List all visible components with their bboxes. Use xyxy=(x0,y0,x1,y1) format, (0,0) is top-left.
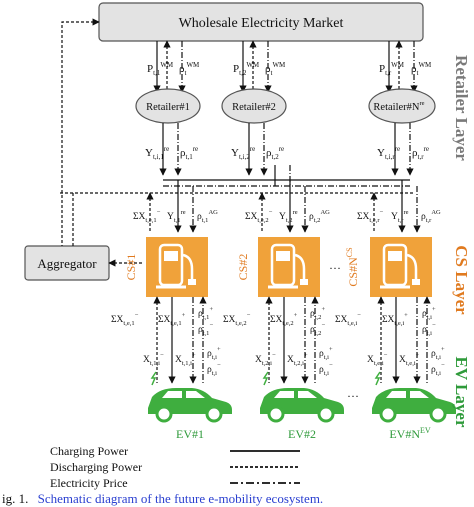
cs-n-label: CS#NCS xyxy=(345,247,360,286)
svg-text:ΣXt,e,1−: ΣXt,e,1− xyxy=(111,312,139,327)
cs-1 xyxy=(146,237,208,297)
legend-discharging-label: Discharging Power xyxy=(50,460,142,474)
retailer-1 xyxy=(135,88,201,124)
r2-y-label: Yt,i,2re xyxy=(231,145,255,161)
r2-p-label: Pt,2WM xyxy=(233,61,260,77)
retailer-bottom-labels: Yt,i,1re ρt,1re Yt,i,2re ρt,2re Yt,i,rre… xyxy=(145,145,429,161)
retailer-layer-label: Retailer Layer xyxy=(452,55,471,161)
svg-text:ΣXt,e,2−: ΣXt,e,2− xyxy=(223,312,251,327)
r3-rho-label: ρtWM xyxy=(411,61,432,77)
ev-top-labels: Xt,1,i− Xt,1,i+ ρt,i+ ρt,i− Xt,2,i− Xt,2… xyxy=(143,346,445,377)
svg-text:ρt,i−: ρt,i− xyxy=(422,322,436,337)
ev-car-1 xyxy=(148,371,232,423)
svg-text:Xt,e,i−: Xt,e,i− xyxy=(367,352,388,367)
cs-nodes: CS#1 CS#2 CS#NCS xyxy=(124,237,432,297)
r2-rho2-label: ρt,2re xyxy=(266,145,284,161)
svg-text:ρt,i+: ρt,i+ xyxy=(422,306,436,321)
ev-car-2 xyxy=(260,371,344,423)
retailer-2-label: Retailer#2 xyxy=(232,102,276,113)
r1-p-label: Pt,1WM xyxy=(147,61,174,77)
cs-ellipsis: ··· xyxy=(329,261,341,275)
svg-text:ΣXt,e,1−: ΣXt,e,1− xyxy=(133,209,161,224)
ev-2-label: EV#2 xyxy=(288,427,316,441)
retailer-2 xyxy=(221,88,287,124)
r1-rho2-label: ρt,1re xyxy=(180,145,198,161)
cs-ev-links xyxy=(153,296,431,384)
svg-text:Xt,1,i−: Xt,1,i− xyxy=(143,352,164,367)
svg-text:ρt,i−: ρt,i− xyxy=(319,362,333,377)
svg-text:Xt,e,i+: Xt,e,i+ xyxy=(399,352,420,367)
ev-1-label: EV#1 xyxy=(176,427,204,441)
cs-top-labels: ΣXt,e,1− Yt,1re ρt,1AG ΣXt,e,2− Yt,2re ρ… xyxy=(133,209,441,224)
svg-text:ρt,2+: ρt,2+ xyxy=(310,306,325,321)
svg-text:ρt,i+: ρt,i+ xyxy=(207,346,221,361)
svg-text:ρt,1+: ρt,1+ xyxy=(198,306,213,321)
svg-text:ρt,i+: ρt,i+ xyxy=(431,346,445,361)
svg-text:ΣXt,e,2+: ΣXt,e,2+ xyxy=(270,312,298,327)
svg-text:Yt,1re: Yt,1re xyxy=(167,209,186,224)
legend: Charging Power Discharging Power Electri… xyxy=(50,444,300,490)
retailer-n xyxy=(368,88,436,124)
svg-text:ρt,i+: ρt,i+ xyxy=(319,346,333,361)
svg-text:Yt,rre: Yt,rre xyxy=(391,209,409,224)
caption-text: Schematic diagram of the future e-mobili… xyxy=(38,491,324,506)
ev-layer-label: EV Layer xyxy=(452,357,471,428)
cs-n xyxy=(370,237,432,297)
svg-text:Yt,2re: Yt,2re xyxy=(279,209,298,224)
svg-text:ρt,i−: ρt,i− xyxy=(207,362,221,377)
svg-text:Xt,2,i+: Xt,2,i+ xyxy=(287,352,308,367)
svg-text:Xt,2,i−: Xt,2,i− xyxy=(255,352,276,367)
svg-text:ρt,i−: ρt,i− xyxy=(431,362,445,377)
retailer-nodes: Retailer#1 Retailer#2 Retailer#Nre xyxy=(135,88,436,124)
svg-text:ρt,1AG: ρt,1AG xyxy=(197,209,218,224)
cs-layer-label: CS Layer xyxy=(452,245,471,315)
market-label: Wholesale Electricity Market xyxy=(179,16,344,31)
svg-text:ρt,2AG: ρt,2AG xyxy=(309,209,330,224)
ev-labels: EV#1 EV#2 EV#NEV xyxy=(176,426,431,441)
svg-text:ΣXt,e,1+: ΣXt,e,1+ xyxy=(158,312,186,327)
bus-cs-links xyxy=(60,180,421,233)
caption: ig. 1. Schematic diagram of the future e… xyxy=(2,491,323,506)
svg-text:ρt,1−: ρt,1− xyxy=(198,322,213,337)
ev-nodes xyxy=(148,371,456,423)
cs-2-label: CS#2 xyxy=(236,254,250,281)
aggregator-label: Aggregator xyxy=(37,256,97,271)
svg-text:ΣXt,e,r−: ΣXt,e,r− xyxy=(357,209,384,224)
svg-text:Xt,1,i+: Xt,1,i+ xyxy=(175,352,196,367)
svg-text:ρt,2−: ρt,2− xyxy=(310,322,325,337)
svg-text:ρt,rAG: ρt,rAG xyxy=(421,209,441,224)
retailer-1-label: Retailer#1 xyxy=(146,102,190,113)
ev-ellipsis: ··· xyxy=(347,389,359,403)
ev-n-label: EV#NEV xyxy=(389,426,431,441)
cs-bottom-labels: ΣXt,e,1− ΣXt,e,1+ ρt,1+ ρt,1− ΣXt,e,2− Σ… xyxy=(111,306,436,337)
aggregator-links xyxy=(61,18,144,267)
ev-car-n xyxy=(372,371,456,423)
caption-prefix: ig. 1. xyxy=(2,491,28,506)
cs-2 xyxy=(258,237,320,297)
retailer-cs-links xyxy=(159,123,414,187)
r1-rho-label: ρtWM xyxy=(179,61,200,77)
retailer-top-labels: Pt,1WM ρtWM Pt,2WM ρtWM Pt,rWM ρtWM xyxy=(147,61,432,77)
r3-rho2-label: ρt,rre xyxy=(412,145,429,161)
r3-y-label: Yt,i,rre xyxy=(377,145,400,161)
retailer-n-label: Retailer#Nre xyxy=(373,100,424,113)
market-retailer-links xyxy=(153,40,418,93)
legend-price-label: Electricity Price xyxy=(50,476,128,490)
legend-charging-label: Charging Power xyxy=(50,444,128,458)
svg-text:ΣXt,e,2−: ΣXt,e,2− xyxy=(245,209,273,224)
svg-text:ΣXt,e,i+: ΣXt,e,i+ xyxy=(382,312,408,327)
r1-y-label: Yt,i,1re xyxy=(145,145,169,161)
cs-1-label: CS#1 xyxy=(124,254,138,281)
r3-p-label: Pt,rWM xyxy=(379,61,405,77)
svg-text:ΣXt,e,i−: ΣXt,e,i− xyxy=(335,312,361,327)
r2-rho-label: ρtWM xyxy=(265,61,286,77)
